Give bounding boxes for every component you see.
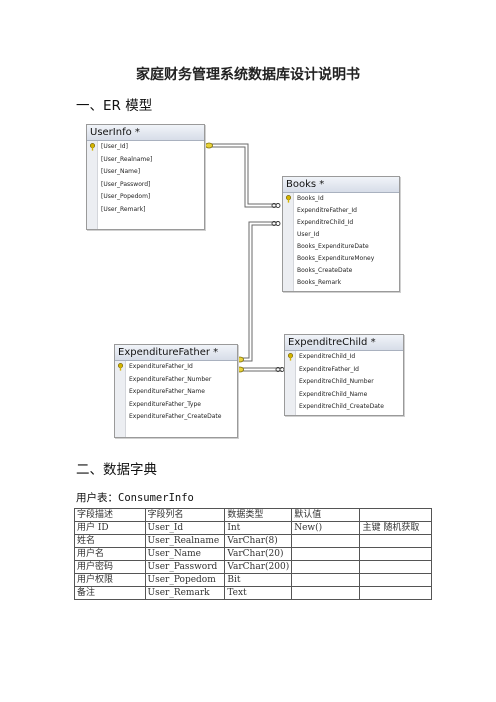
table-cell: Int [224, 521, 293, 535]
er-field-row: ExpenditreChild_CreateDate [299, 403, 384, 410]
table-cell [359, 534, 432, 548]
table-row: 用户名 User_Name VarChar(20) [74, 547, 432, 561]
relationship-key-end-icons [205, 142, 244, 373]
primary-key-icon [117, 363, 124, 371]
er-field-row: ExpenditreFather_Id [297, 207, 357, 214]
er-table-title: ExpenditreChild * [285, 335, 403, 351]
table-cell [359, 586, 432, 600]
table-cell: Text [224, 586, 293, 600]
er-field-row: ExpenditreChild_Id [285, 351, 403, 364]
er-field-row: ExpenditreChild_Name [299, 390, 368, 398]
table-cell [291, 534, 361, 548]
user-table-caption: 用户表：ConsumerInfo [76, 492, 194, 504]
table-cell [359, 547, 432, 561]
table-cell: VarChar(200) [224, 560, 293, 574]
data-dictionary-table: 字段描述 字段列名 数据类型 默认值 用户 ID User_Id Int New… [74, 508, 432, 600]
er-field-row: Books_ExpenditureDate [297, 243, 369, 250]
column-header: 默认值 [291, 508, 361, 522]
table-row: 姓名 User_Realname VarChar(8) [74, 534, 432, 548]
table-cell: 姓名 [74, 534, 146, 548]
er-table-userinfo[interactable]: UserInfo * [User_Id] [User_Realname] [Us… [86, 124, 205, 230]
table-header-row: 字段描述 字段列名 数据类型 默认值 [74, 508, 432, 522]
primary-key-icon [89, 143, 96, 151]
section-heading-er-model: 一、ER 模型 [76, 98, 153, 114]
er-field-row: ExpenditureFather_Name [129, 388, 205, 395]
primary-key-icon [287, 353, 294, 361]
table-cell: 备注 [74, 586, 146, 600]
table-cell [291, 573, 361, 587]
table-row: 用户密码 User_Password VarChar(200) [74, 560, 432, 574]
er-field-row: ExpenditreFather_Id [299, 365, 359, 373]
table-cell: VarChar(20) [224, 547, 293, 561]
er-field-row: ExpenditreChild_Id [297, 219, 354, 226]
er-field-row: Books_Id [283, 193, 399, 205]
er-table-title: Books * [283, 177, 399, 193]
table-cell [291, 560, 361, 574]
er-field-row: Books_ExpenditureMoney [297, 255, 375, 262]
table-row: 用户 ID User_Id Int New() 主键 随机获取 [74, 521, 432, 535]
er-field-row: ExpenditureFather_Type [129, 400, 201, 408]
er-field-row: [User_Remark] [101, 205, 146, 213]
table-cell: User_Popedom [144, 573, 226, 587]
table-row: 用户权限 User_Popedom Bit [74, 573, 432, 587]
table-cell [291, 547, 361, 561]
column-header: 数据类型 [224, 508, 293, 522]
er-table-books[interactable]: Books * Books_Id ExpenditreFather_Id Exp… [282, 176, 400, 292]
er-field-row: [User_Realname] [101, 155, 153, 163]
er-field-row: ExpenditureFather_CreateDate [129, 413, 222, 420]
document-title: 家庭财务管理系统数据库设计说明书 [136, 67, 360, 83]
table-cell: User_Remark [144, 586, 226, 600]
table-cell [291, 586, 361, 600]
table-cell: Bit [224, 573, 293, 587]
er-table-expenditurefather[interactable]: ExpenditureFather * ExpenditureFather_Id… [114, 344, 238, 438]
table-cell: 主键 随机获取 [359, 521, 432, 535]
er-table-expenditrechild[interactable]: ExpenditreChild * ExpenditreChild_Id Exp… [284, 334, 404, 416]
column-header: 字段描述 [74, 508, 146, 522]
section-heading-data-dictionary: 二、数据字典 [76, 462, 157, 478]
table-cell: User_Name [144, 547, 226, 561]
table-cell: 用户名 [74, 547, 146, 561]
er-field-row: [User_Id] [87, 141, 204, 154]
table-cell: 用户 ID [74, 521, 146, 535]
table-cell: 用户密码 [74, 560, 146, 574]
relationship-lines [203, 142, 285, 373]
column-header [359, 508, 432, 522]
table-cell [359, 573, 432, 587]
er-field-row: ExpenditureFather_Number [129, 375, 212, 383]
table-cell: User_Realname [144, 534, 226, 548]
er-table-title: ExpenditureFather * [115, 345, 237, 361]
er-field-row: ExpenditureFather_Id [115, 361, 237, 374]
table-cell: User_Password [144, 560, 226, 574]
table-cell: 用户权限 [74, 573, 146, 587]
er-field-row: [User_Name] [101, 168, 141, 175]
er-table-title: UserInfo * [87, 125, 204, 141]
primary-key-icon [285, 195, 292, 203]
er-field-row: [User_Password] [101, 180, 151, 188]
table-cell [359, 560, 432, 574]
column-header: 字段列名 [144, 508, 226, 522]
table-row: 备注 User_Remark Text [74, 586, 432, 600]
table-cell: User_Id [144, 521, 226, 535]
er-field-row: Books_Remark [297, 279, 342, 286]
er-field-row: ExpenditreChild_Number [299, 378, 374, 385]
er-field-row: Books_CreateDate [297, 267, 353, 274]
table-cell: VarChar(8) [224, 534, 293, 548]
er-field-row: User_Id [297, 231, 320, 238]
table-cell: New() [291, 521, 361, 535]
er-field-row: [User_Popedom] [101, 193, 151, 200]
